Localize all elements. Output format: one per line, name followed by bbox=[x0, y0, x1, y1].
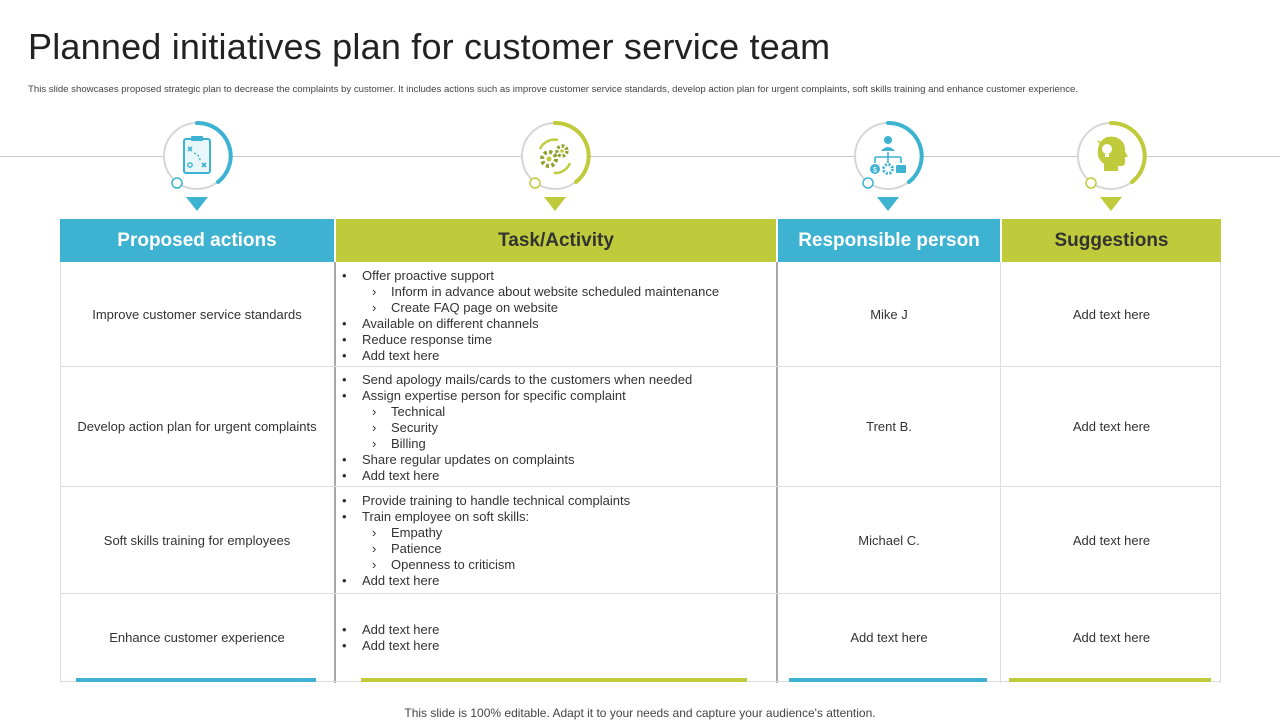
task-cell: Offer proactive supportInform in advance… bbox=[336, 268, 776, 364]
column-suggestions: Suggestions bbox=[1002, 219, 1221, 683]
footer-note: This slide is 100% editable. Adapt it to… bbox=[404, 706, 876, 720]
task-subitem: Security bbox=[336, 420, 776, 436]
border-right bbox=[1220, 262, 1221, 683]
task-item: Send apology mails/cards to the customer… bbox=[336, 372, 776, 388]
border-col-2 bbox=[776, 262, 778, 683]
task-item: Add text here bbox=[336, 573, 776, 589]
action-cell: Enhance customer experience bbox=[109, 630, 285, 645]
row-divider bbox=[60, 593, 1221, 594]
suggestion-cell: Add text here bbox=[1072, 532, 1151, 548]
bottom-accent-bar bbox=[361, 678, 747, 682]
gears-cycle-icon bbox=[518, 119, 592, 215]
head-lightbulb-icon bbox=[1074, 119, 1148, 215]
column-proposed-actions: Proposed actions bbox=[60, 219, 334, 683]
task-item: Provide training to handle technical com… bbox=[336, 493, 776, 509]
action-cell: Improve customer service standards bbox=[92, 306, 302, 322]
task-item: Add text here bbox=[336, 468, 776, 484]
task-cell: Provide training to handle technical com… bbox=[336, 493, 776, 589]
column-responsible-person: Responsible person bbox=[778, 219, 1000, 683]
border-col-3 bbox=[1000, 262, 1001, 683]
header-proposed-actions: Proposed actions bbox=[60, 219, 334, 262]
action-cell: Soft skills training for employees bbox=[103, 532, 291, 548]
task-subitem: Openness to criticism bbox=[336, 557, 776, 573]
task-item: Add text here bbox=[336, 638, 776, 654]
page-title: Planned initiatives plan for customer se… bbox=[28, 26, 831, 67]
task-item: Reduce response time bbox=[336, 332, 776, 348]
suggestion-cell: Add text here bbox=[1072, 630, 1151, 645]
task-item: Add text here bbox=[336, 622, 776, 638]
task-item: Offer proactive support bbox=[336, 268, 776, 284]
task-subitem: Empathy bbox=[336, 525, 776, 541]
task-subitem: Create FAQ page on website bbox=[336, 300, 776, 316]
action-cell: Develop action plan for urgent complaint… bbox=[77, 419, 317, 434]
border-col-1 bbox=[334, 262, 336, 683]
suggestion-cell: Add text here bbox=[1072, 419, 1151, 434]
timeline-divider bbox=[0, 156, 1280, 157]
row-divider bbox=[60, 366, 1221, 367]
person-cell: Mike J bbox=[870, 306, 908, 322]
header-suggestions: Suggestions bbox=[1002, 219, 1221, 262]
task-item: Available on different channels bbox=[336, 316, 776, 332]
row-divider bbox=[60, 486, 1221, 487]
person-cell: Michael C. bbox=[858, 532, 920, 548]
initiatives-table: Proposed actions Task/Activity Responsib… bbox=[60, 219, 1221, 683]
task-subitem: Patience bbox=[336, 541, 776, 557]
bottom-accent-bar bbox=[1009, 678, 1211, 682]
bottom-accent-bar bbox=[789, 678, 987, 682]
task-item: Share regular updates on complaints bbox=[336, 452, 776, 468]
svg-text:$: $ bbox=[873, 167, 877, 174]
border-left bbox=[60, 262, 61, 683]
suggestion-cell: Add text here bbox=[1072, 306, 1151, 322]
header-responsible-person: Responsible person bbox=[778, 219, 1000, 262]
task-cell: Send apology mails/cards to the customer… bbox=[336, 372, 776, 484]
task-subitem: Billing bbox=[336, 436, 776, 452]
org-hierarchy-icon: $ bbox=[851, 119, 925, 215]
page-subtitle: This slide showcases proposed strategic … bbox=[28, 84, 1078, 95]
task-item: Train employee on soft skills: bbox=[336, 509, 776, 525]
bottom-accent-bar bbox=[76, 678, 316, 682]
task-item: Assign expertise person for specific com… bbox=[336, 388, 776, 404]
task-subitem: Technical bbox=[336, 404, 776, 420]
column-task-activity: Task/Activity bbox=[336, 219, 776, 683]
strategy-board-icon bbox=[160, 119, 234, 215]
person-cell: Trent B. bbox=[866, 419, 912, 434]
task-subitem: Inform in advance about website schedule… bbox=[336, 284, 776, 300]
header-task-activity: Task/Activity bbox=[336, 219, 776, 262]
task-item: Add text here bbox=[336, 348, 776, 364]
person-cell: Add text here bbox=[850, 630, 928, 645]
